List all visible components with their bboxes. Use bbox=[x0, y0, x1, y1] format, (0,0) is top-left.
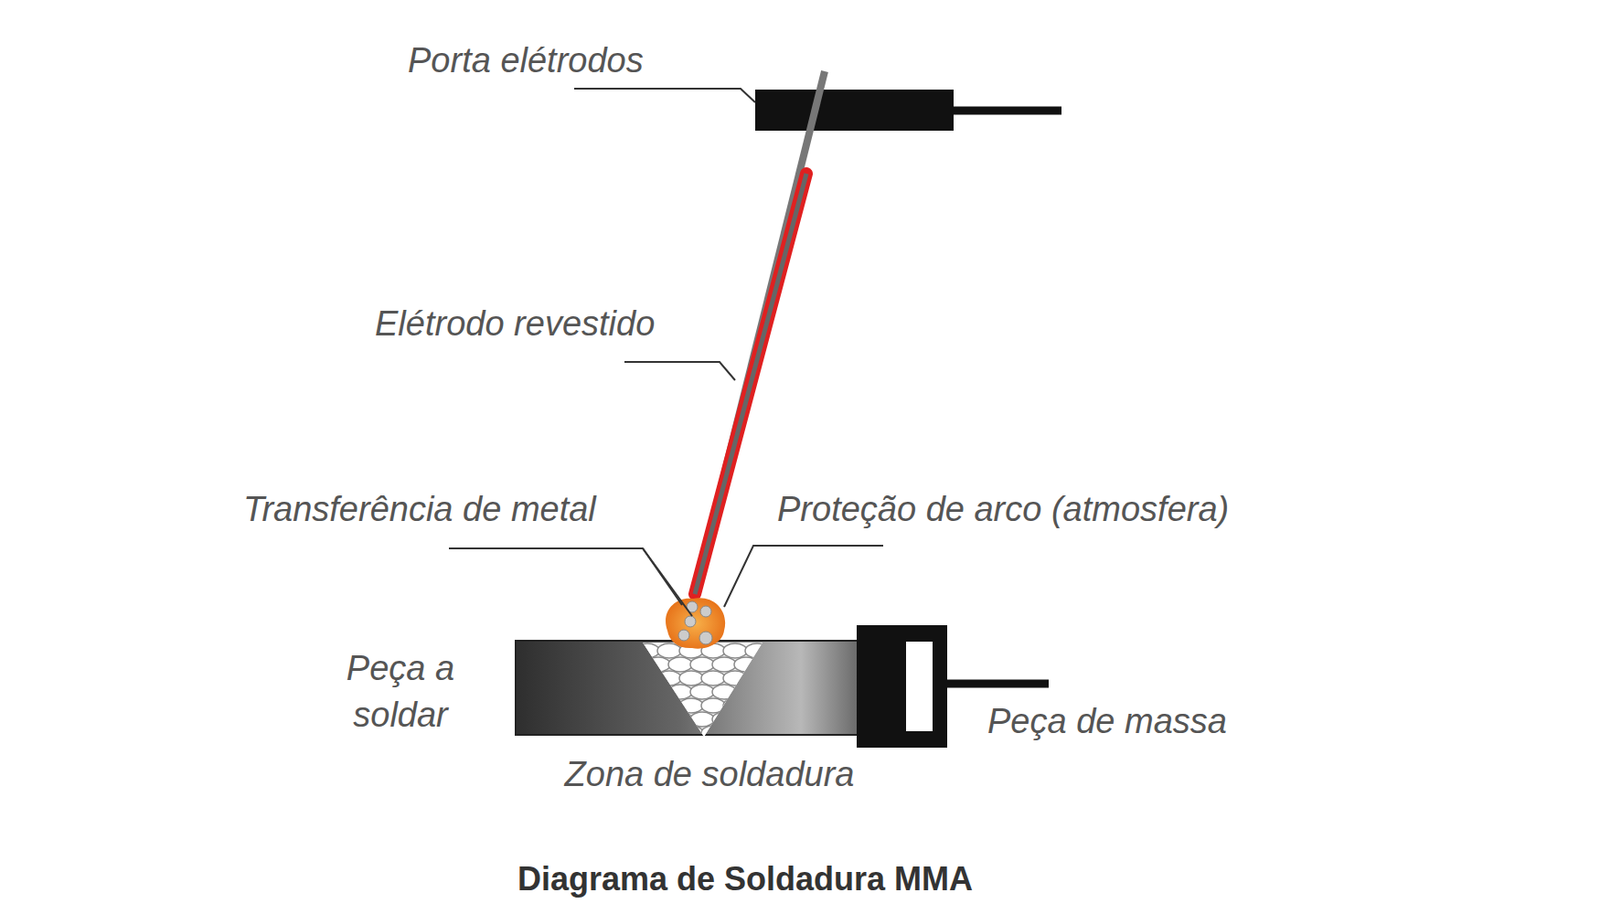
leader-line bbox=[724, 545, 884, 608]
metal-droplet bbox=[700, 606, 712, 618]
weld-bead bbox=[734, 657, 758, 672]
metal-droplet bbox=[699, 631, 713, 645]
electrode-core-inner bbox=[694, 173, 807, 595]
electrode-coating bbox=[694, 173, 807, 595]
metal-droplet bbox=[678, 629, 690, 641]
weld-bead bbox=[690, 684, 715, 700]
weld-bead bbox=[646, 684, 671, 700]
ground-clamp bbox=[856, 625, 948, 748]
holder-cable bbox=[950, 106, 1062, 116]
weld-bead bbox=[657, 643, 682, 659]
weld-bead bbox=[646, 712, 671, 727]
weld-bead bbox=[679, 671, 704, 686]
workpiece bbox=[515, 640, 882, 736]
weld-bead bbox=[646, 657, 671, 672]
weld-bead bbox=[745, 698, 769, 714]
arc-shield bbox=[665, 597, 726, 650]
weld-bead bbox=[635, 698, 660, 714]
weld-bead bbox=[723, 643, 747, 659]
ground-cable bbox=[947, 680, 1049, 689]
holder-label: Porta elétrodos bbox=[407, 37, 644, 85]
weld-bead bbox=[756, 684, 780, 700]
weld-bead bbox=[679, 698, 704, 714]
metal-droplet bbox=[684, 616, 696, 628]
electrode-holder bbox=[755, 89, 954, 131]
weld-bead bbox=[668, 684, 693, 700]
weld-bead bbox=[712, 657, 736, 672]
shield-label: Proteção de arco (atmosfera) bbox=[777, 486, 1229, 534]
weld-bead bbox=[701, 671, 726, 686]
weld-bead bbox=[635, 671, 660, 686]
weld-bead bbox=[745, 643, 769, 659]
ground-clamp-gap bbox=[906, 641, 933, 732]
weld-zone-label: Zona de soldadura bbox=[565, 751, 855, 799]
weld-bead bbox=[756, 712, 780, 727]
weld-bead bbox=[668, 657, 693, 672]
weld-bead bbox=[723, 671, 747, 686]
leader-line bbox=[642, 548, 693, 617]
transfer-label: Transferência de metal bbox=[243, 486, 597, 534]
ground-label: Peça de massa bbox=[987, 698, 1227, 746]
weld-bead bbox=[690, 657, 715, 672]
weld-bead bbox=[657, 698, 682, 714]
weld-bead bbox=[734, 712, 758, 727]
weld-bead bbox=[712, 712, 736, 727]
weld-bead bbox=[701, 698, 726, 714]
weld-bead bbox=[690, 712, 715, 727]
weld-bead bbox=[635, 643, 660, 659]
weld-bead bbox=[712, 684, 736, 700]
leader-line bbox=[448, 548, 683, 606]
leader-line bbox=[574, 88, 756, 103]
weld-bead bbox=[745, 725, 769, 741]
weld-bead bbox=[734, 684, 758, 700]
weld-bead bbox=[745, 671, 769, 686]
weld-bead bbox=[679, 725, 704, 741]
weld-bead bbox=[657, 671, 682, 686]
weld-bead bbox=[701, 725, 726, 741]
weld-bead bbox=[635, 725, 660, 741]
weld-bead bbox=[657, 725, 682, 741]
workpiece-label: Peça a soldar bbox=[331, 645, 470, 740]
weld-bead bbox=[756, 657, 780, 672]
weld-beads bbox=[635, 643, 780, 741]
leader-line bbox=[624, 362, 736, 381]
electrode-label: Elétrodo revestido bbox=[374, 300, 655, 348]
weld-zone bbox=[642, 642, 763, 737]
weld-bead bbox=[723, 698, 747, 714]
diagram-caption: Diagrama de Soldadura MMA bbox=[517, 860, 973, 899]
weld-bead bbox=[668, 712, 693, 727]
weld-bead bbox=[723, 725, 747, 741]
